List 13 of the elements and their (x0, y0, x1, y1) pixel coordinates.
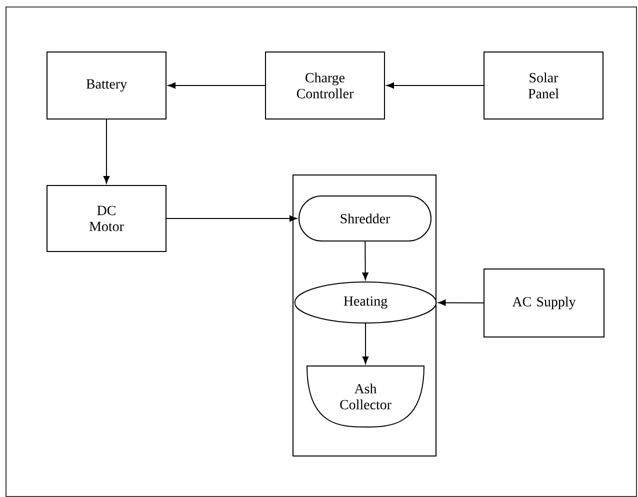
arrow (386, 82, 484, 89)
arrow (362, 323, 369, 364)
arrow (103, 119, 110, 184)
arrow (438, 300, 484, 306)
container-box (292, 174, 436, 456)
arrow (168, 82, 266, 89)
arrow (362, 241, 368, 280)
process-box: Charge Controller (265, 52, 385, 120)
arrow (166, 215, 298, 222)
process-box: AC Supply (484, 268, 604, 338)
process-box: Solar Panel (484, 52, 604, 120)
process-box: Battery (46, 52, 166, 120)
process-box: DC Motor (46, 185, 166, 252)
